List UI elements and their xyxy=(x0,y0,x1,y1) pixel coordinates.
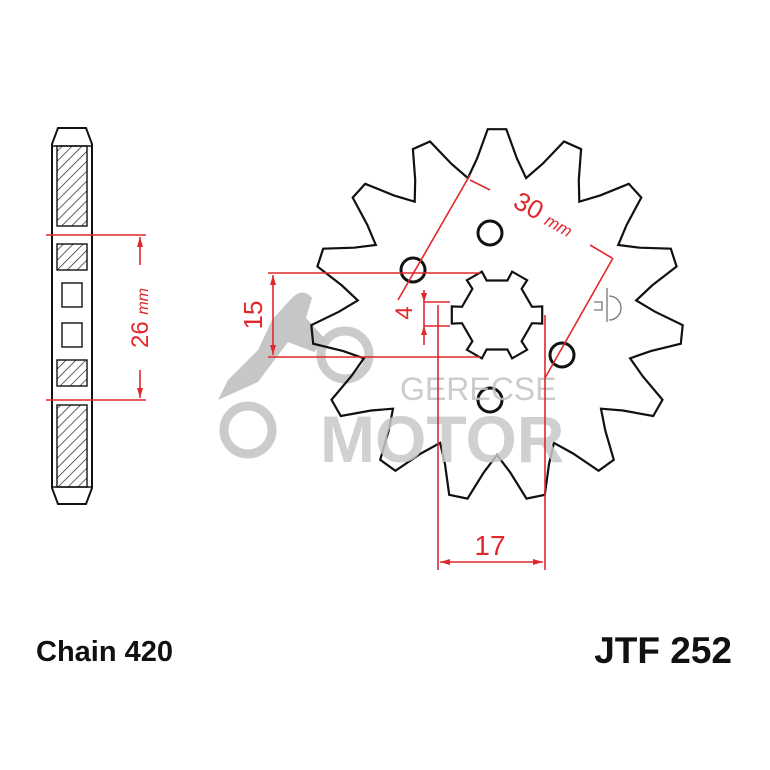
bolt-hole xyxy=(476,219,504,247)
spline-width-label: 17 xyxy=(474,530,505,561)
watermark-rear-wheel xyxy=(219,401,277,459)
part-number-label: JTF 252 xyxy=(594,630,732,671)
sprocket-teeth-outline xyxy=(310,128,684,500)
spline-hole xyxy=(450,270,544,360)
hub-width-label: 26 mm xyxy=(127,288,154,348)
chain-size-label: Chain 420 xyxy=(36,636,173,668)
dimension-arrows xyxy=(137,237,543,565)
bolt-hole xyxy=(476,386,504,414)
bolt-hole xyxy=(399,256,427,284)
spline-height-label: 15 xyxy=(238,301,268,330)
watermark-text-2: MOTOR xyxy=(320,402,564,476)
bolt-circle-label: 30 mm xyxy=(509,185,580,243)
watermark-text-1: GERECSE xyxy=(400,371,556,407)
sprocket-side-view xyxy=(51,127,93,505)
sun-symbol xyxy=(594,288,622,322)
spline-offset-label: 4 xyxy=(391,306,418,319)
watermark-front-wheel xyxy=(316,326,374,384)
sprocket-front-view xyxy=(310,128,684,500)
bolt-hole xyxy=(548,341,576,369)
watermark-text: GERECSE MOTOR xyxy=(320,371,564,476)
